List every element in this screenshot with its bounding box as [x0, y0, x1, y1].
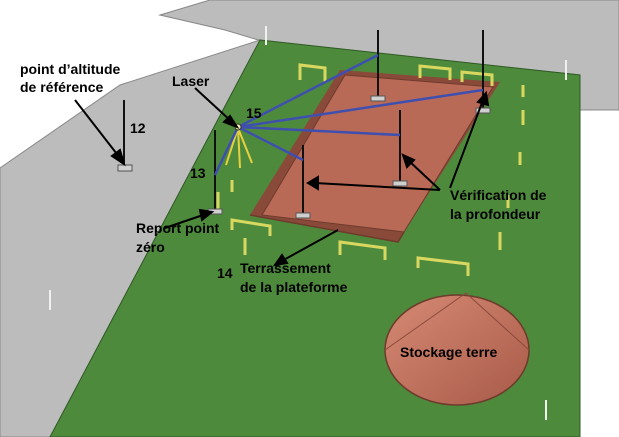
report-label-line1: Report point [136, 220, 220, 236]
ref-point-label-line2: de référence [20, 79, 103, 95]
road-stakes [49, 26, 567, 420]
stockage-label: Stockage terre [400, 344, 497, 360]
number-15: 15 [246, 105, 262, 121]
laser-tripod [225, 127, 253, 169]
ref-point-label-line1: point d’altitude [20, 61, 121, 77]
number-12: 12 [130, 120, 146, 136]
laser-beams [213, 53, 484, 176]
number-13: 13 [190, 165, 206, 181]
terrassement-label-line2: de la plateforme [240, 279, 348, 295]
number-14: 14 [217, 265, 233, 281]
report-label-line2: zéro [136, 239, 165, 255]
verification-label-line2: la profondeur [450, 206, 541, 222]
batter-boards [216, 63, 525, 276]
soil-pile [384, 292, 530, 406]
annotation-arrows [74, 87, 490, 267]
terrassement-label-line1: Terrassement [240, 260, 331, 276]
laser-label: Laser [172, 73, 210, 89]
platform-floor [261, 74, 494, 233]
platform-edge [249, 214, 405, 243]
verification-label-line1: Vérification de [450, 187, 547, 203]
label-backdrop [0, 0, 130, 55]
